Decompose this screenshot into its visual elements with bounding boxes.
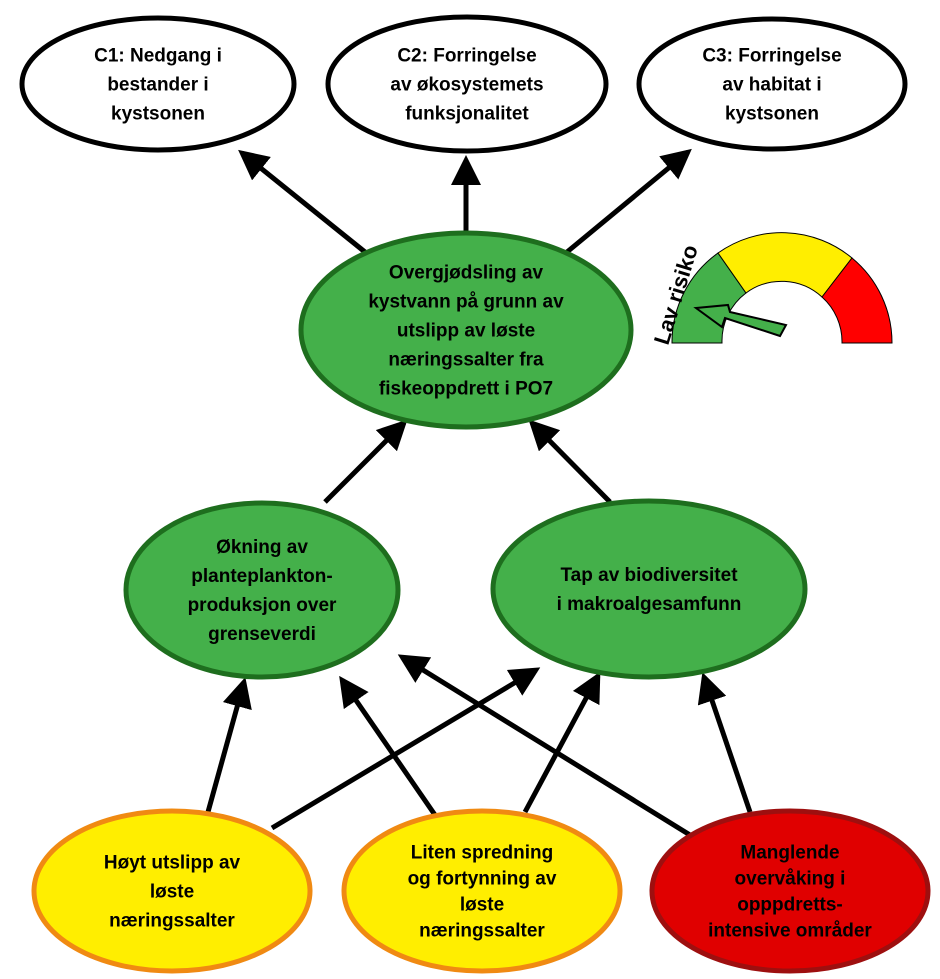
arrow-main-to-c3 [565, 148, 692, 254]
c2-label-line: funksjonalitet [405, 104, 529, 125]
node-c1: C1: Nedgang i bestander i kystsonen [19, 15, 297, 153]
node-plankton: Økning av planteplankton-produksjon over g… [123, 500, 401, 680]
gauge-segment-high [821, 257, 893, 344]
overvaking-label: Manglende overvåking i opppdretts-intensiv… [708, 843, 872, 942]
node-c3: C3: Forringelse av habitat i kystsonen [636, 16, 908, 152]
c3-label: C3: Forringelse av habitat i kystsonen [702, 46, 841, 125]
main-label-line: Overgjødsling av [389, 263, 544, 284]
c1-label-line: C1: Nedgang i [94, 46, 222, 67]
risk-gauge: Lav risiko [649, 232, 893, 347]
node-missing-monitoring: Manglende overvåking i opppdretts-intensiv… [649, 808, 931, 974]
c2-ellipse [325, 14, 609, 154]
arrow-biodiv-to-main [528, 419, 612, 504]
utslipp-label-line: næringssalter [109, 911, 235, 932]
main-label-line: kystvann på grunn av [368, 292, 564, 313]
node-high-emission: Høyt utslipp av løste næringssalter [31, 808, 313, 974]
main-label-line: fiskeoppdrett i PO7 [379, 379, 553, 400]
arrow-overvaking-to-plankton [397, 654, 692, 838]
c1-ellipse [19, 15, 297, 153]
overvaking-label-line: overvåking i [735, 869, 846, 890]
utslipp-label-line: Høyt utslipp av [104, 853, 241, 874]
spredning-label-line: næringssalter [419, 921, 545, 942]
c1-label-line: kystsonen [111, 104, 205, 125]
plankton-label-line: planteplankton- [191, 566, 332, 587]
c3-label-line: C3: Forringelse [702, 46, 841, 67]
arrow-overvaking-to-biodiv [697, 672, 753, 813]
arrow-spredning-to-plankton [339, 675, 438, 817]
biodiv-ellipse [490, 498, 808, 680]
node-main-effect: Overgjødsling av kystvann på grunn av utsl… [298, 230, 634, 430]
arrow-utslipp-to-plankton [205, 677, 252, 813]
c3-label-line: av habitat i [722, 75, 821, 96]
utslipp-label-line: løste [150, 882, 194, 903]
spredning-label-line: Liten spredning [411, 843, 554, 864]
plankton-label-line: Økning av [216, 537, 308, 558]
c1-label-line: bestander i [107, 75, 208, 96]
overvaking-label-line: intensive områder [708, 921, 872, 942]
c2-label-line: C2: Forringelse [397, 46, 536, 67]
spredning-label-line: og fortynning av [408, 869, 557, 890]
biodiv-label: Tap av biodiversitet i makroalgesamfunn [557, 565, 742, 615]
node-biodiversity: Tap av biodiversitet i makroalgesamfunn [490, 498, 808, 680]
c2-label-line: av økosystemets [390, 75, 543, 96]
plankton-label: Økning av planteplankton-produksjon over g… [188, 537, 337, 645]
arrow-utslipp-to-biodiv [270, 667, 541, 831]
main-ellipse [298, 230, 634, 430]
main-label: Overgjødsling av kystvann på grunn av utsl… [368, 263, 564, 400]
overvaking-ellipse [649, 808, 931, 974]
c1-label: C1: Nedgang i bestander i kystsonen [94, 46, 222, 125]
gauge-needle [693, 303, 788, 338]
c3-ellipse [636, 16, 908, 152]
arrow-spredning-to-biodiv [522, 671, 601, 814]
utslipp-ellipse [31, 808, 313, 974]
overvaking-label-line: Manglende [740, 843, 839, 864]
biodiv-label-line: i makroalgesamfunn [557, 594, 742, 615]
node-low-dispersion: Liten spredning og fortynning av løste næri… [341, 808, 623, 974]
c3-label-line: kystsonen [725, 104, 819, 125]
plankton-label-line: grenseverdi [208, 624, 316, 645]
c2-label: C2: Forringelse av økosystemets funksjonal… [390, 46, 543, 125]
spredning-ellipse [341, 808, 623, 974]
arrow-plankton-to-main [323, 419, 408, 504]
spredning-label-line: løste [460, 895, 504, 916]
plankton-ellipse [123, 500, 401, 680]
main-label-line: næringssalter fra [388, 350, 544, 371]
plankton-label-line: produksjon over [188, 595, 337, 616]
utslipp-label: Høyt utslipp av løste næringssalter [104, 853, 241, 932]
spredning-label: Liten spredning og fortynning av løste næri… [408, 843, 557, 942]
main-label-line: utslipp av løste [397, 321, 535, 342]
arrow-main-to-c1 [238, 149, 367, 254]
biodiv-label-line: Tap av biodiversitet [560, 565, 738, 586]
overvaking-label-line: opppdretts- [737, 895, 843, 916]
arrows [205, 148, 753, 838]
node-c2: C2: Forringelse av økosystemets funksjonal… [325, 14, 609, 154]
